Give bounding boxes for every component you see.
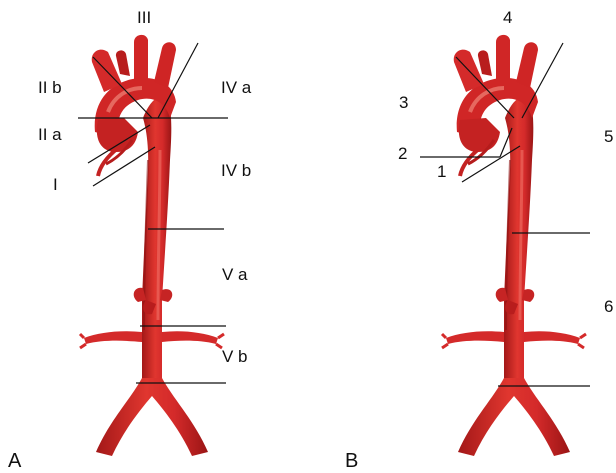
zone-label-i: I (53, 176, 58, 193)
zone-label-iia: II a (38, 126, 62, 143)
panel-letter-a: A (8, 451, 21, 471)
zone-label-iib: II b (38, 79, 62, 96)
zone-label-3: 3 (399, 94, 408, 111)
zone-label-vb: V b (222, 348, 248, 365)
zone-label-iva: IV a (221, 79, 251, 96)
zone-label-ivb: IV b (221, 162, 251, 179)
aorta-illustration-a (80, 35, 224, 456)
zone-label-va: V a (222, 266, 248, 283)
zone-label-6: 6 (604, 298, 613, 315)
panel-letter-b: B (345, 451, 358, 471)
zone-label-5: 5 (604, 128, 613, 145)
zone-label-2: 2 (398, 145, 407, 162)
zone-label-1: 1 (437, 163, 446, 180)
zone-label-iii: III (137, 9, 151, 26)
zone-label-4: 4 (503, 9, 512, 26)
aorta-illustration-b (442, 35, 586, 456)
